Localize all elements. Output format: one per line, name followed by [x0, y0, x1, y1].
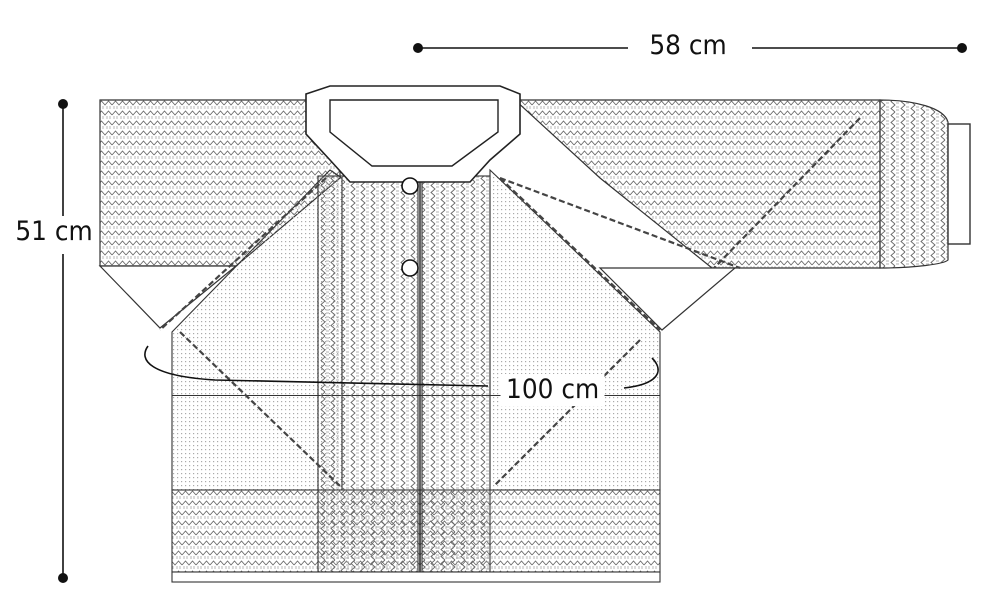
dimension-sleeve-width: [413, 43, 967, 53]
neckline-band: [305, 85, 521, 183]
dimension-endpoint-dot-icon: [58, 573, 68, 583]
dimension-body-length: [58, 99, 68, 583]
dimension-endpoint-dot-icon: [58, 99, 68, 109]
button-icon: [401, 177, 419, 195]
body-length-label: 51 cm: [9, 216, 99, 248]
cuff-band: [947, 123, 971, 245]
diagonal-lace-borders: [159, 117, 861, 487]
right-sleeve-panel: [513, 99, 971, 331]
dimension-endpoint-dot-icon: [957, 43, 967, 53]
hem-band: [171, 571, 661, 583]
dimension-chest: [144, 345, 659, 389]
front-band-left: [317, 175, 419, 573]
sleeve-width-label: 58 cm: [643, 30, 733, 62]
button-icon: [401, 259, 419, 277]
sleeve-cuff: [879, 99, 949, 269]
dimension-endpoint-dot-icon: [413, 43, 423, 53]
chest-label: 100 cm: [500, 374, 605, 406]
front-band-right: [421, 175, 491, 573]
